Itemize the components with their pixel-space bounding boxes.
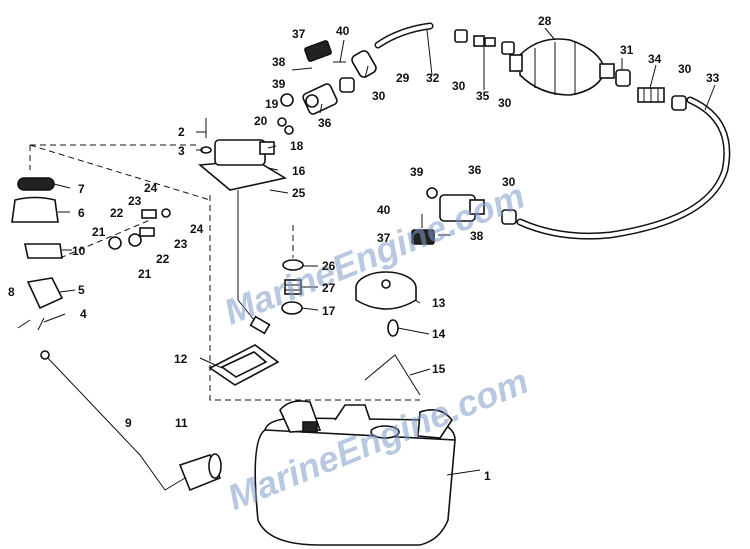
screw-8 <box>17 319 31 329</box>
callout-9: 9 <box>125 416 132 430</box>
callout-17: 17 <box>322 304 336 318</box>
fitting-29 <box>351 50 377 78</box>
vent-5 <box>26 277 64 310</box>
callout-18: 18 <box>290 139 304 153</box>
callout-38b: 38 <box>470 229 484 243</box>
callout-37b: 37 <box>377 231 391 245</box>
fitting-30-e <box>339 77 355 93</box>
callout-15: 15 <box>432 362 446 376</box>
callout-36a: 36 <box>318 116 332 130</box>
disc-26 <box>282 259 304 271</box>
callout-40a: 40 <box>336 24 350 38</box>
callout-22a: 22 <box>110 206 124 220</box>
callout-11: 11 <box>175 416 188 430</box>
callout-24b: 24 <box>190 222 204 236</box>
primer-bulb-28 <box>509 38 615 96</box>
callout-30c: 30 <box>498 96 512 110</box>
dashed-guides <box>29 144 420 401</box>
callout-21a: 21 <box>92 225 106 239</box>
callout-23a: 23 <box>128 194 142 208</box>
callout-30d: 30 <box>678 62 692 76</box>
wire-15 <box>364 354 421 396</box>
callout-30b: 30 <box>452 79 466 93</box>
screw-4 <box>37 317 45 331</box>
connector-36-right <box>439 194 485 222</box>
callout-labels: 1 2 3 4 5 6 7 8 9 10 11 12 13 14 15 16 1… <box>8 14 720 483</box>
connector-34 <box>637 87 665 103</box>
connector-36-top <box>302 83 338 115</box>
washer-19 <box>284 125 294 135</box>
callout-13: 13 <box>432 296 446 310</box>
hose-32 <box>374 22 434 49</box>
watermark-top: MarineEngine.com <box>218 175 530 333</box>
washer-39-top <box>280 93 294 107</box>
callout-20: 20 <box>254 114 268 128</box>
callout-24a: 24 <box>144 181 158 195</box>
float-11 <box>178 453 222 492</box>
callout-36b: 36 <box>468 163 482 177</box>
callout-35: 35 <box>476 89 490 103</box>
callout-30a: 30 <box>372 89 386 103</box>
callout-8: 8 <box>8 285 15 299</box>
cap-7 <box>17 177 55 191</box>
leader-lines <box>43 27 716 476</box>
seals-21-22 <box>108 208 171 250</box>
callout-31: 31 <box>620 43 634 57</box>
fuel-tank-1 <box>254 400 456 546</box>
callout-29: 29 <box>396 71 410 85</box>
plug-37-top <box>304 40 332 62</box>
callout-7: 7 <box>78 182 85 196</box>
callout-3: 3 <box>178 144 185 158</box>
callout-37a: 37 <box>292 27 306 41</box>
fitting-31 <box>615 69 631 87</box>
callout-22b: 22 <box>156 252 170 266</box>
callout-6: 6 <box>78 206 85 220</box>
clip-14 <box>387 319 399 337</box>
fuel-gauge-16 <box>198 139 288 335</box>
callout-5: 5 <box>78 283 85 297</box>
float-arm-9 <box>40 350 186 491</box>
washer-20 <box>277 117 287 127</box>
callout-10: 10 <box>72 244 86 258</box>
fuel-cap-13 <box>355 271 417 310</box>
callout-33: 33 <box>706 71 720 85</box>
fitting-30-a <box>454 29 468 43</box>
callout-21b: 21 <box>138 267 152 281</box>
fitting-35 <box>473 35 496 47</box>
callout-28: 28 <box>538 14 552 28</box>
callout-16: 16 <box>292 164 306 178</box>
callout-1: 1 <box>484 469 491 483</box>
callout-39a: 39 <box>272 77 286 91</box>
callout-23b: 23 <box>174 237 188 251</box>
callout-19: 19 <box>265 97 279 111</box>
fitting-30-b <box>501 41 515 55</box>
plug-37-right <box>411 229 435 245</box>
callout-38a: 38 <box>272 55 286 69</box>
washer-39-right <box>426 187 438 199</box>
hose-33 <box>516 96 731 240</box>
callout-2: 2 <box>178 125 185 139</box>
callout-30e: 30 <box>502 175 516 189</box>
callout-39b: 39 <box>410 165 424 179</box>
cover-6 <box>11 196 59 223</box>
callout-26: 26 <box>322 259 336 273</box>
callout-14: 14 <box>432 327 446 341</box>
gasket-12 <box>208 344 280 386</box>
fitting-30-d <box>501 209 517 225</box>
callout-25: 25 <box>292 186 306 200</box>
fitting-30-c <box>671 95 687 111</box>
callout-40b: 40 <box>377 203 391 217</box>
callout-4: 4 <box>80 307 87 321</box>
callout-34: 34 <box>648 52 662 66</box>
plate-10 <box>24 243 63 259</box>
callout-12: 12 <box>174 352 188 366</box>
callout-32: 32 <box>426 71 440 85</box>
callout-27: 27 <box>322 281 336 295</box>
